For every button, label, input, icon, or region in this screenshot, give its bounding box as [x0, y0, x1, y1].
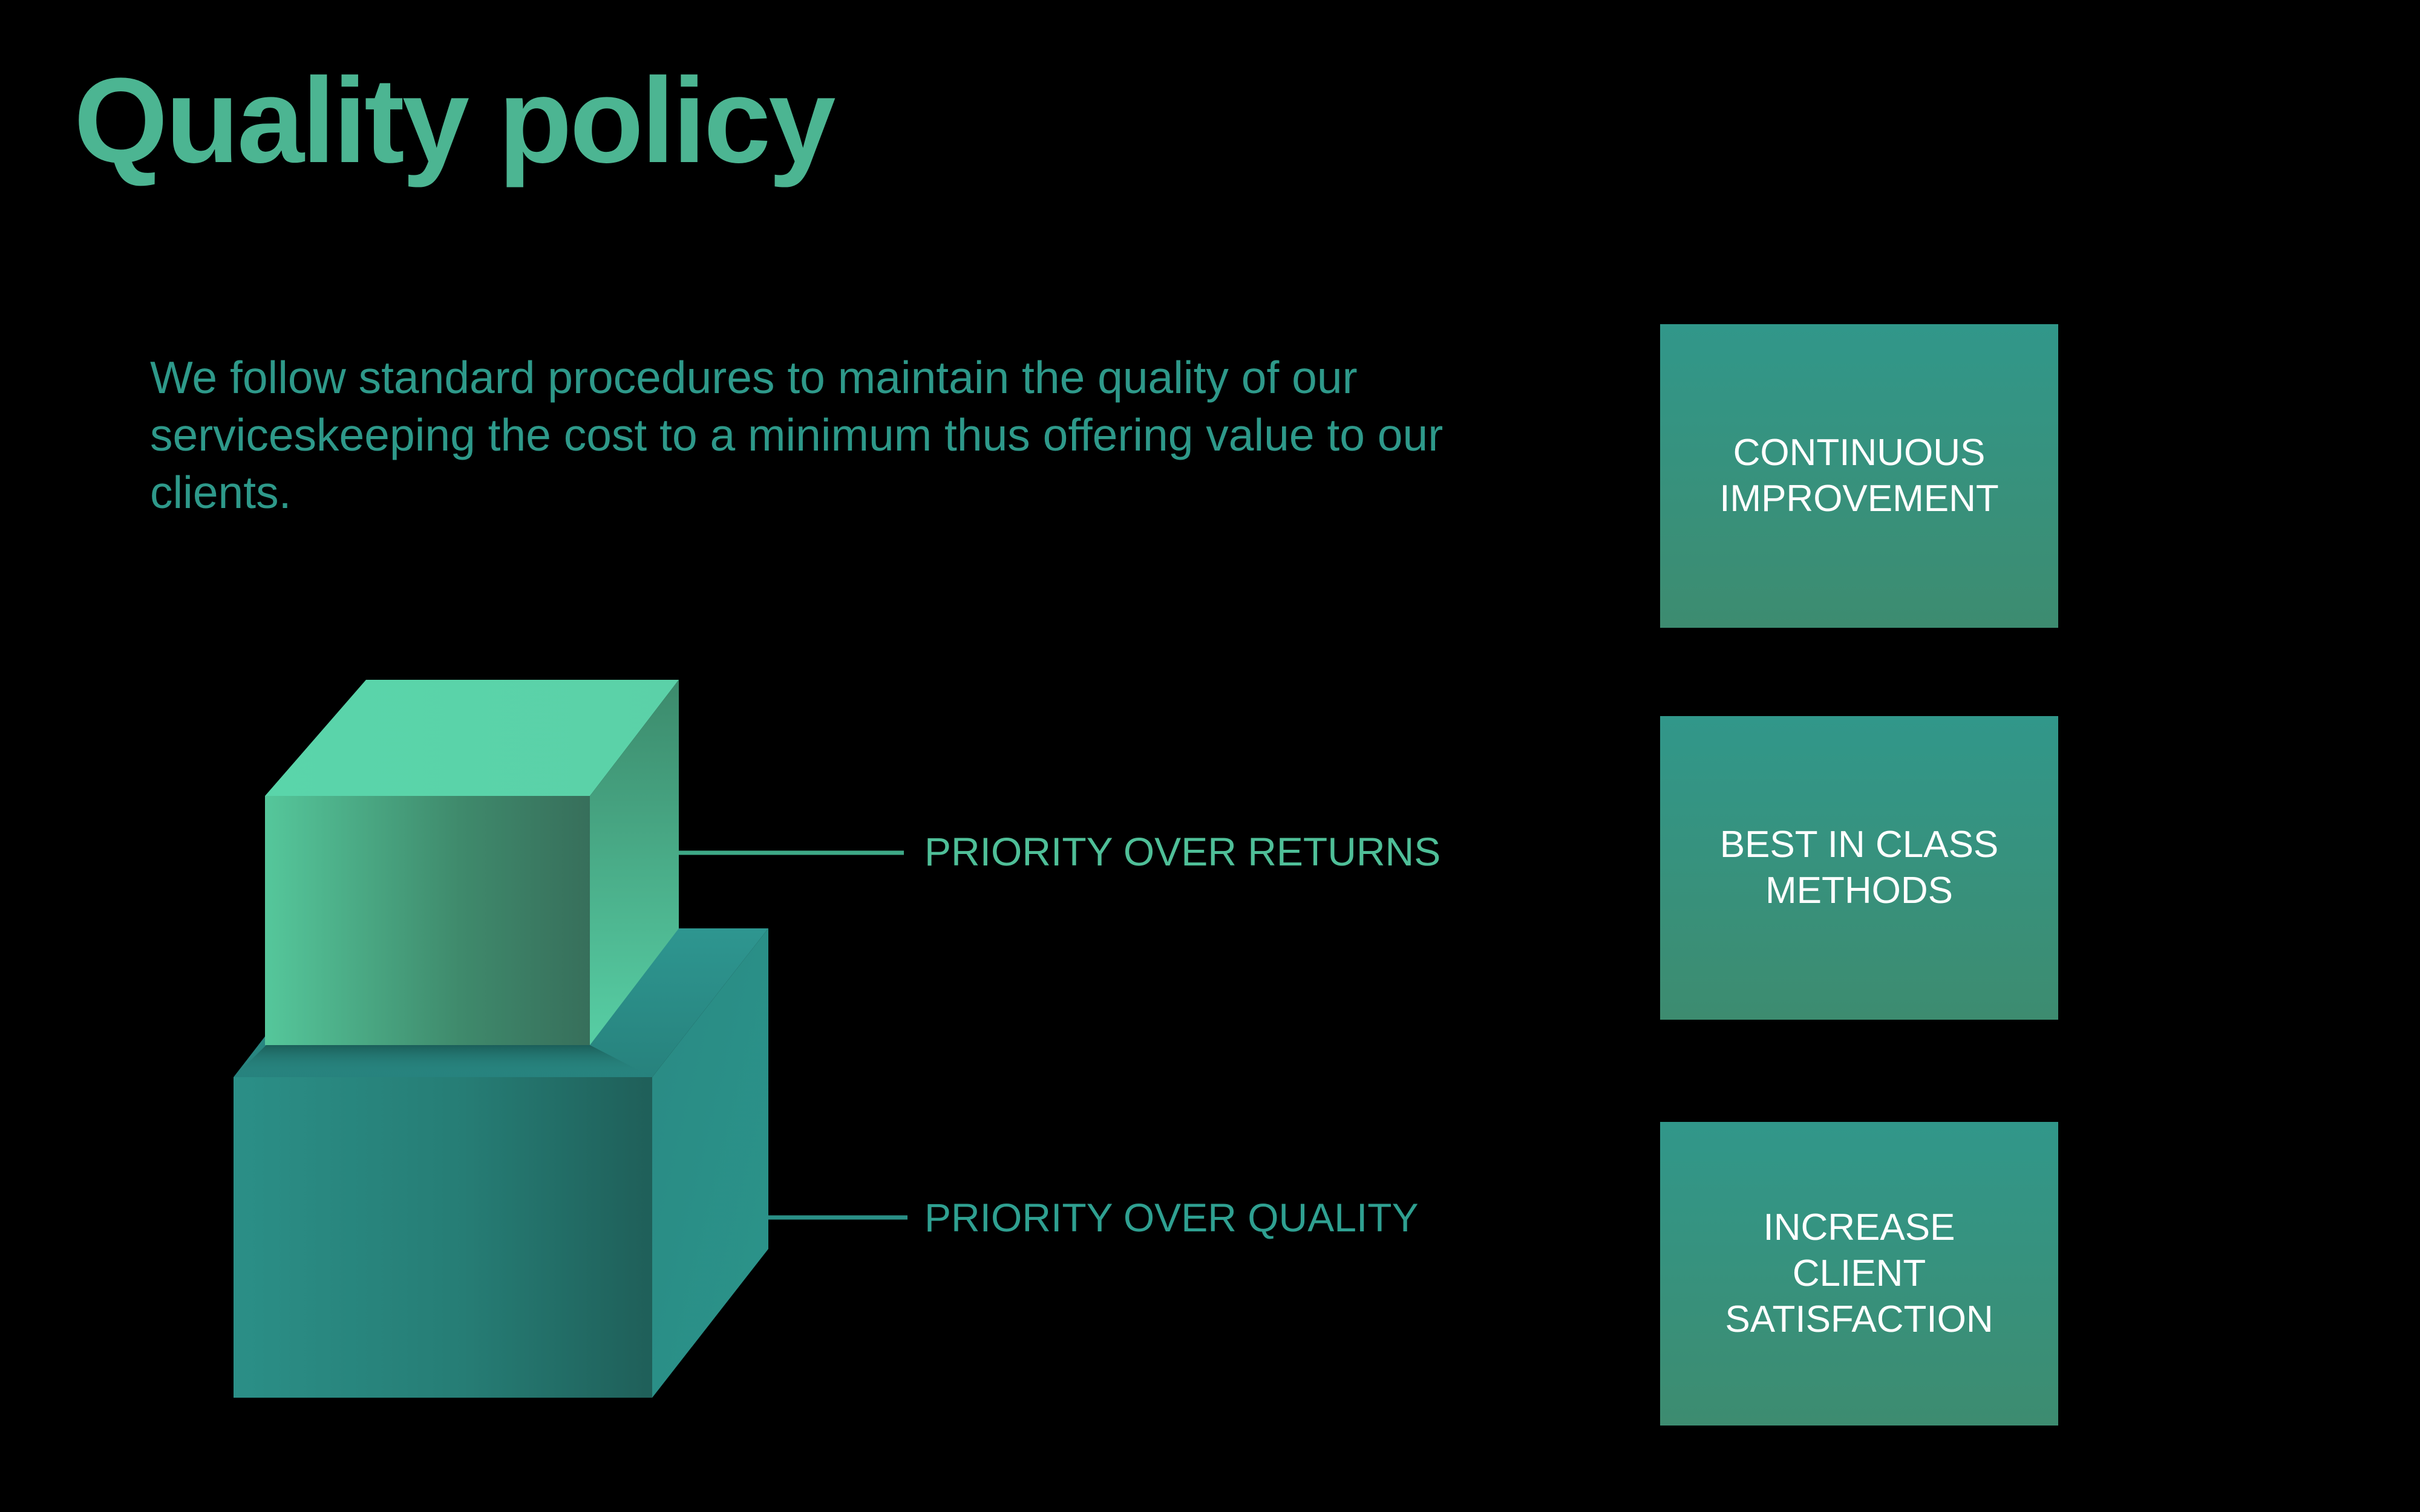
priority-over-quality-label: PRIORITY OVER QUALITY	[924, 1195, 1419, 1240]
box-text: BEST IN CLASS METHODS	[1719, 824, 1999, 911]
bottom-cube-side-face	[652, 928, 768, 1398]
bottom-cube-front-face	[234, 1077, 652, 1398]
top-cube-top-face	[265, 680, 679, 796]
best-in-class-methods-box: BEST IN CLASS METHODS	[1660, 716, 2058, 1020]
top-cube	[265, 680, 679, 1045]
priority-over-returns-label: PRIORITY OVER RETURNS	[924, 829, 1441, 874]
continuous-improvement-box: CONTINUOUS IMPROVEMENT	[1660, 324, 2058, 628]
box-text: INCREASE CLIENT SATISFACTION	[1725, 1207, 1993, 1340]
top-cube-shadow	[234, 1045, 652, 1077]
increase-client-satisfaction-box: INCREASE CLIENT SATISFACTION	[1660, 1122, 2058, 1426]
top-cube-front-face	[265, 796, 590, 1045]
top-cube-side-face	[590, 680, 679, 1045]
box-text: CONTINUOUS IMPROVEMENT	[1719, 432, 1999, 520]
slide-title: Quality policy	[74, 53, 836, 188]
intro-paragraph: We follow standard procedures to maintai…	[150, 352, 1444, 518]
